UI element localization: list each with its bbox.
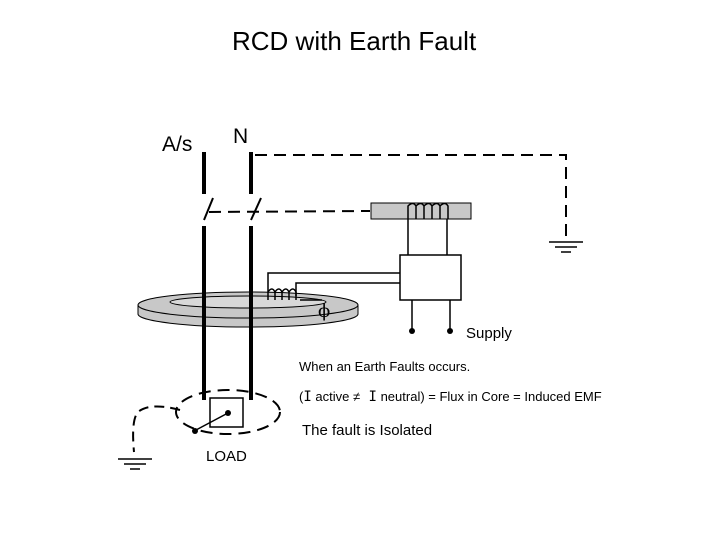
toroid-core xyxy=(137,291,359,328)
sense-coil xyxy=(267,272,400,301)
flux-symbol: ϕ xyxy=(318,301,331,322)
not-equal-symbol: ≠ xyxy=(352,389,361,404)
note-paren-open: ( xyxy=(299,389,304,404)
note-line-3: The fault is Isolated xyxy=(302,422,433,439)
active-conductor xyxy=(202,152,206,400)
supply-label: Supply xyxy=(466,325,512,342)
earth-wire-top xyxy=(255,154,567,240)
page-title: RCD with Earth Fault xyxy=(232,26,477,56)
trip-linkage xyxy=(208,210,371,213)
active-label: A/s xyxy=(162,133,193,156)
note-line-2: (I active ≠ I neutral) = Flux in Core = … xyxy=(299,390,602,404)
load-label: LOAD xyxy=(206,448,247,465)
amplifier-box xyxy=(399,254,462,334)
note-line-1: When an Earth Faults occurs. xyxy=(299,359,471,374)
earth-icon-fault xyxy=(118,458,152,470)
main-switch xyxy=(203,197,262,221)
neutral-label: N xyxy=(233,125,249,148)
current-symbol-active: I xyxy=(303,389,312,405)
note-neutral-text: neutral) = Flux in Core = Induced EMF xyxy=(376,389,602,404)
load-switch xyxy=(192,397,244,434)
note-active-text: active xyxy=(311,389,353,404)
fault-earth-path xyxy=(132,405,181,453)
load-fault-ring xyxy=(175,389,281,435)
current-symbol-neutral: I xyxy=(360,389,377,405)
trip-coil xyxy=(370,202,472,255)
earth-icon-supply xyxy=(549,241,583,253)
